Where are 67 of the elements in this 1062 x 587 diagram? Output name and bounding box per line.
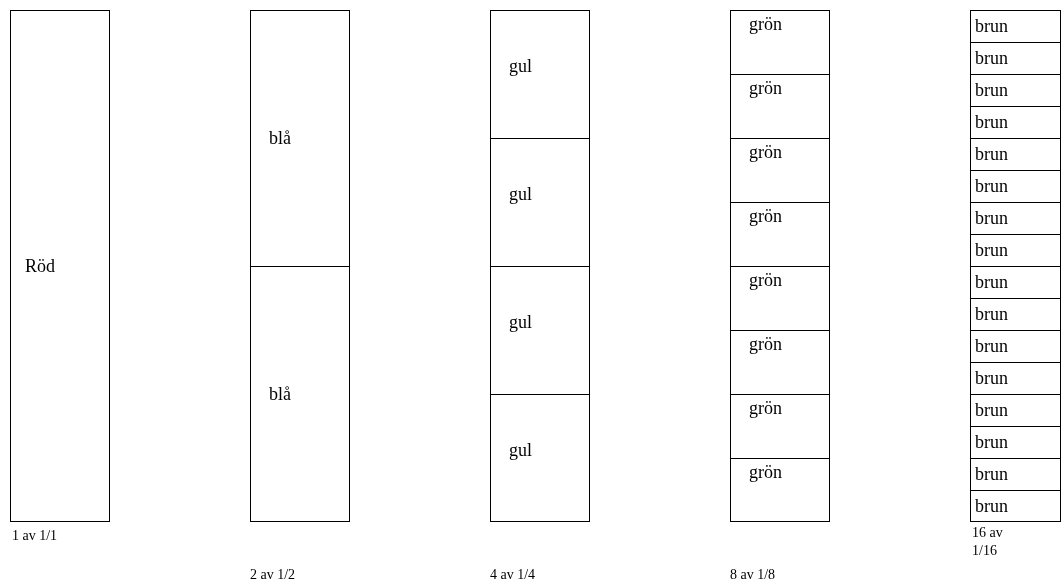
segment-box bbox=[970, 330, 1061, 363]
segment-box bbox=[970, 42, 1061, 75]
segment-box bbox=[490, 266, 590, 395]
fraction-caption: 8 av 1/8 bbox=[730, 566, 777, 584]
segment-label: brun bbox=[975, 80, 1008, 101]
segment-label: brun bbox=[975, 240, 1008, 261]
segment-label: blå bbox=[269, 128, 291, 149]
segment-label: gul bbox=[509, 55, 532, 77]
segment-label: Röd bbox=[25, 256, 55, 277]
segment-label: brun bbox=[975, 368, 1008, 389]
segment-box bbox=[970, 458, 1061, 491]
segment-label: grön bbox=[749, 334, 782, 355]
segment-box bbox=[250, 10, 350, 267]
segment-label: brun bbox=[975, 304, 1008, 325]
segment-label: blå bbox=[269, 384, 291, 405]
segment-box bbox=[730, 10, 830, 75]
segment-label: grön bbox=[749, 78, 782, 99]
segment-label: brun bbox=[975, 464, 1008, 485]
segment-box bbox=[970, 298, 1061, 331]
segment-label: grön bbox=[749, 142, 782, 163]
segment-label: grön bbox=[749, 462, 782, 483]
segment-label: brun bbox=[975, 176, 1008, 197]
segment-label: brun bbox=[975, 144, 1008, 165]
segment-box bbox=[730, 330, 830, 395]
segment-box bbox=[490, 394, 590, 522]
fraction-caption: 1 av 1/1 bbox=[12, 527, 59, 545]
segment-box bbox=[730, 138, 830, 203]
segment-box bbox=[490, 10, 590, 139]
segment-box bbox=[970, 202, 1061, 235]
segment-box bbox=[970, 10, 1061, 43]
segment-label: brun bbox=[975, 48, 1008, 69]
segment-label: brun bbox=[975, 112, 1008, 133]
segment-box bbox=[970, 394, 1061, 427]
segment-box bbox=[10, 10, 110, 522]
segment-box bbox=[730, 266, 830, 331]
segment-label: brun bbox=[975, 208, 1008, 229]
segment-box bbox=[250, 266, 350, 522]
segment-box bbox=[970, 266, 1061, 299]
segment-box bbox=[730, 202, 830, 267]
segment-box bbox=[490, 138, 590, 267]
fraction-caption: 2 av 1/2 bbox=[250, 566, 297, 584]
segment-label: gul bbox=[509, 183, 532, 205]
segment-box bbox=[970, 234, 1061, 267]
segment-label: gul bbox=[509, 439, 532, 461]
fraction-caption: 4 av 1/4 bbox=[490, 566, 537, 584]
segment-label: grön bbox=[749, 14, 782, 35]
segment-box bbox=[970, 138, 1061, 171]
segment-box bbox=[970, 170, 1061, 203]
segment-box bbox=[970, 362, 1061, 395]
segment-box bbox=[730, 458, 830, 522]
fraction-caption: 16 av 1/16 bbox=[972, 524, 1004, 560]
segment-box bbox=[970, 74, 1061, 107]
segment-label: grön bbox=[749, 398, 782, 419]
segment-box bbox=[970, 490, 1061, 522]
segment-label: brun bbox=[975, 16, 1008, 37]
segment-label: brun bbox=[975, 400, 1008, 421]
segment-box bbox=[730, 394, 830, 459]
segment-box bbox=[730, 74, 830, 139]
segment-label: brun bbox=[975, 432, 1008, 453]
segment-box bbox=[970, 426, 1061, 459]
segment-box bbox=[970, 106, 1061, 139]
segment-label: brun bbox=[975, 496, 1008, 517]
segment-label: grön bbox=[749, 270, 782, 291]
segment-label: grön bbox=[749, 206, 782, 227]
segment-label: gul bbox=[509, 311, 532, 333]
segment-label: brun bbox=[975, 272, 1008, 293]
segment-label: brun bbox=[975, 336, 1008, 357]
